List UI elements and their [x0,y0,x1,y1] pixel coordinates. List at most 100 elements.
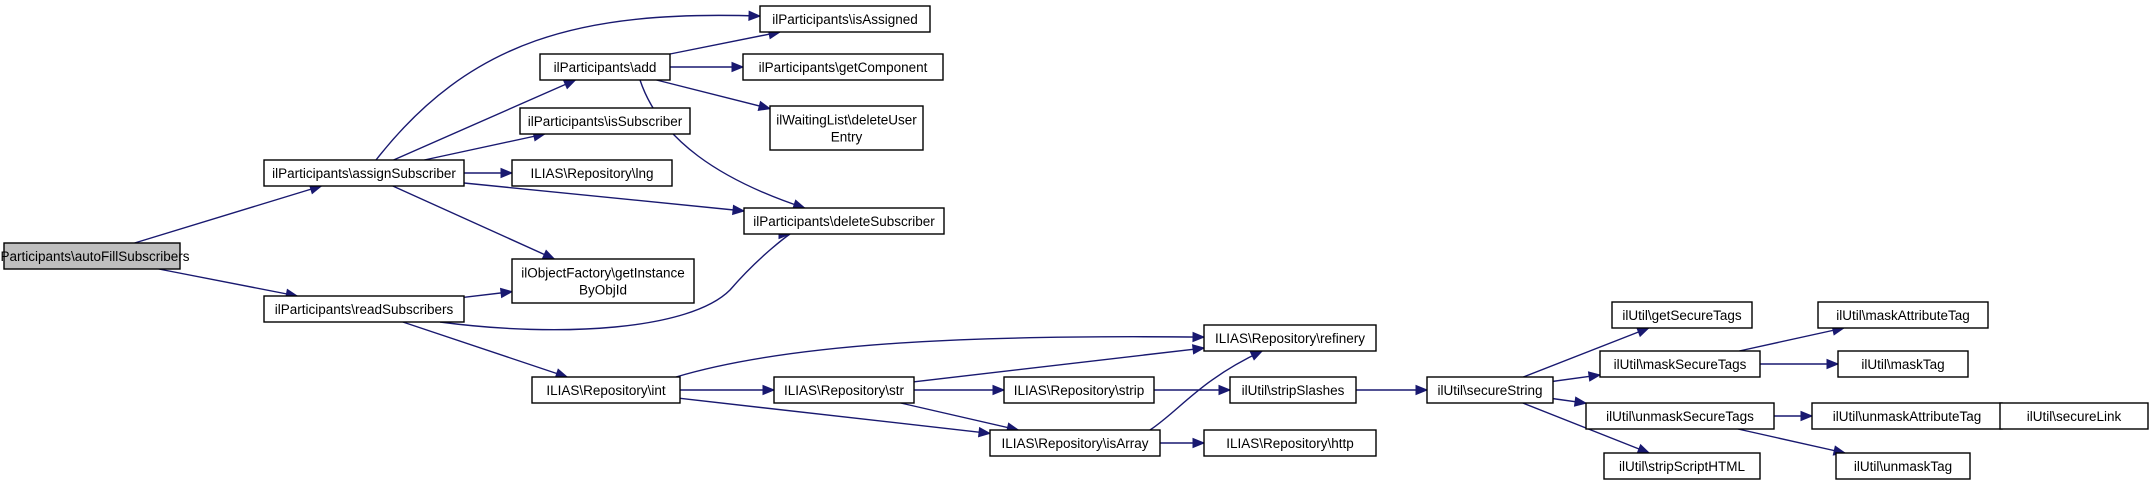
node-box [511,159,673,187]
edge-arrowhead [1636,327,1650,338]
node-maskSecureTags[interactable]: ilUtil\maskSecureTags [1599,350,1761,378]
edge-arrowhead [1826,358,1840,370]
node-box [1837,350,1969,378]
edges-layer [134,10,2012,456]
edge-unmaskSecureTags-to-unmaskTag [1737,428,1847,456]
node-box [1999,402,2149,430]
node-label: ilUtil\stripScriptHTML [1619,459,1746,474]
node-label: ILIAS\Repository\strip [1014,383,1145,398]
edge-add-to-isAssigned [669,29,782,55]
node-label: ilUtil\unmaskSecureTags [1606,409,1754,424]
edge-arrowhead [757,100,772,111]
node-autoFill[interactable]: ilParticipants\autoFillSubscribers [0,242,190,270]
node-box [511,258,695,304]
node-maskTag[interactable]: ilUtil\maskTag [1837,350,1969,378]
node-label: ilWaitingList\deleteUser [776,113,917,128]
node-box [1229,376,1357,404]
edge-intFn-to-str [680,384,776,396]
node-box [1603,452,1761,480]
edge-arrowhead [1218,384,1232,396]
node-box [539,53,671,81]
node-label: ilParticipants\autoFillSubscribers [0,249,190,264]
node-label: ilParticipants\add [554,60,657,75]
edge-intFn-to-refinery [675,331,1206,378]
node-maskAttributeTag[interactable]: ilUtil\maskAttributeTag [1817,301,1989,329]
node-isAssigned[interactable]: ilParticipants\isAssigned [759,5,931,33]
node-box [742,53,944,81]
edge-str-to-isArray [900,402,1020,433]
edge-arrowhead [541,249,556,260]
node-secureLink[interactable]: ilUtil\secureLink [1999,402,2149,430]
edge-assign-to-isAssigned [375,10,762,161]
edge-line [675,336,1205,378]
node-label: ILIAS\Repository\isArray [1001,436,1148,451]
edge-arrowhead [732,204,746,216]
edge-maskSecureTags-to-maskTag [1760,358,1840,370]
node-stripSlashes[interactable]: ilUtil\stripSlashes [1229,376,1357,404]
node-stripScriptHTML[interactable]: ilUtil\stripScriptHTML [1603,452,1761,480]
node-lng[interactable]: ILIAS\Repository\lng [511,159,673,187]
node-str[interactable]: ILIAS\Repository\str [773,376,915,404]
node-box [519,107,691,135]
node-label: ilUtil\maskAttributeTag [1836,308,1970,323]
node-label: ByObjId [579,283,627,298]
node-box [1585,402,1775,430]
node-http[interactable]: ILIAS\Repository\http [1203,429,1377,457]
node-refinery[interactable]: ILIAS\Repository\refinery [1203,324,1377,352]
node-assign[interactable]: ilParticipants\assignSubscriber [263,159,465,187]
edge-line [392,185,555,260]
edge-arrowhead [1800,410,1814,422]
node-label: ilUtil\secureString [1437,383,1542,398]
node-label: ilUtil\unmaskTag [1854,459,1952,474]
node-box [1817,301,1989,329]
edge-arrowhead [1191,344,1206,355]
node-getComponent[interactable]: ilParticipants\getComponent [742,53,944,81]
node-add[interactable]: ilParticipants\add [539,53,671,81]
edge-assign-to-add [393,79,577,161]
node-unmaskAttributeTag[interactable]: ilUtil\unmaskAttributeTag [1811,402,2003,430]
node-box [1426,376,1554,404]
node-deleteSubscriber[interactable]: ilParticipants\deleteSubscriber [743,207,945,235]
node-box [989,429,1161,457]
edge-line [900,402,1019,431]
edge-line [402,321,568,378]
node-box [773,376,915,404]
node-label: ILIAS\Repository\int [546,383,666,398]
node-label: ILIAS\Repository\lng [530,166,653,181]
edge-autoFill-to-read [158,268,299,299]
node-unmaskTag[interactable]: ilUtil\unmaskTag [1835,452,1971,480]
edge-line [1149,350,1263,431]
node-box [3,242,181,270]
edge-line [913,347,1205,383]
node-box [263,159,465,187]
edge-line [1523,327,1649,378]
node-strip[interactable]: ILIAS\Repository\strip [1003,376,1155,404]
node-intFn[interactable]: ILIAS\Repository\int [531,376,681,404]
node-label: ilUtil\stripSlashes [1242,383,1345,398]
edge-unmaskSecureTags-to-unmaskAttributeTag [1774,410,1814,422]
edge-arrowhead [1249,350,1264,361]
node-isArray[interactable]: ILIAS\Repository\isArray [989,429,1161,457]
node-isSubscriber[interactable]: ilParticipants\isSubscriber [519,107,691,135]
node-read[interactable]: ilParticipants\readSubscribers [263,295,465,323]
node-box [1835,452,1971,480]
node-getSecureTags[interactable]: ilUtil\getSecureTags [1611,301,1753,329]
node-secureString[interactable]: ilUtil\secureString [1426,376,1554,404]
edge-assign-to-lng [464,167,514,179]
edge-line [656,79,771,110]
edge-add-to-getComponent [670,61,745,73]
edge-line [439,233,791,331]
edge-line [134,185,322,244]
node-box [769,105,924,151]
edge-line [679,397,991,435]
node-box [1203,324,1377,352]
node-box [1599,350,1761,378]
node-unmaskSecureTags[interactable]: ilUtil\unmaskSecureTags [1585,402,1775,430]
edge-line [1739,327,1844,352]
node-label: ILIAS\Repository\http [1226,436,1354,451]
edge-arrowhead [731,61,745,73]
edge-assign-to-getInstance [392,185,556,260]
